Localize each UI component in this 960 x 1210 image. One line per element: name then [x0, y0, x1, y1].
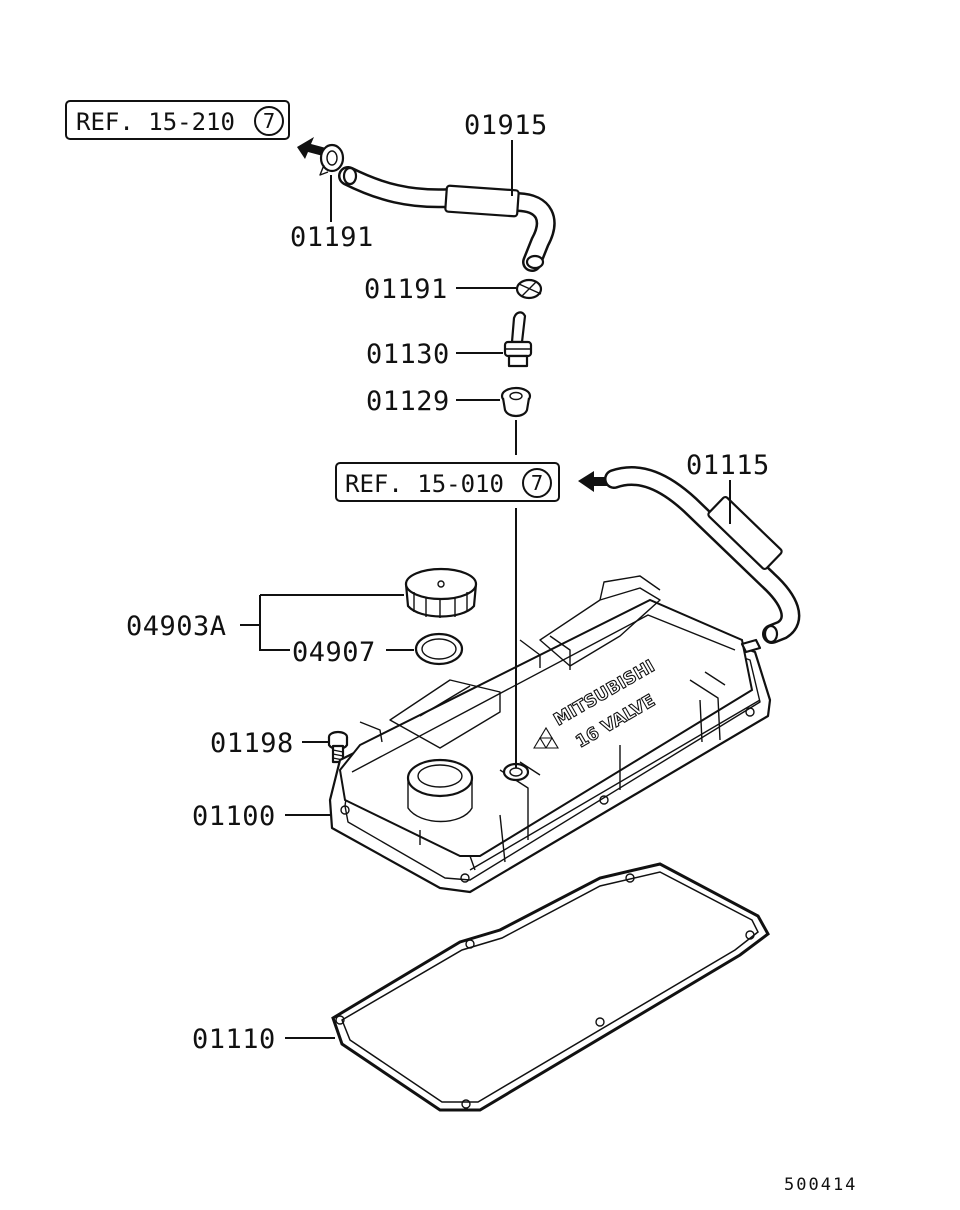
label-01110[interactable]: 01110	[192, 1024, 276, 1055]
oil-filler-cap[interactable]	[404, 567, 478, 618]
label-01100[interactable]: 01100	[192, 801, 276, 832]
ref-badge-circle	[254, 106, 284, 136]
hose-clamp-right[interactable]	[515, 278, 543, 300]
label-01198[interactable]: 01198	[210, 728, 294, 759]
ref-badge-circle	[522, 468, 552, 498]
label-04903a[interactable]: 04903A	[126, 611, 227, 642]
cover-bolt[interactable]	[327, 730, 349, 764]
flow-arrow-left-icon	[297, 137, 326, 159]
label-01115[interactable]: 01115	[686, 450, 770, 481]
flow-arrow-left-icon	[578, 471, 608, 492]
diagram-code: 500414	[784, 1175, 857, 1195]
ref-box-15-210[interactable]: REF. 15-210 7	[65, 100, 290, 140]
svg-text:REF. 15-010: REF. 15-010	[345, 470, 504, 498]
label-04907[interactable]: 04907	[292, 637, 376, 668]
oil-cap-gasket[interactable]	[414, 632, 464, 666]
hose-clamp-left[interactable]	[319, 143, 345, 176]
pcv-valve[interactable]	[503, 311, 533, 368]
leader-lines	[240, 140, 731, 1039]
pcv-grommet[interactable]	[500, 386, 532, 418]
label-01130[interactable]: 01130	[366, 339, 450, 370]
ref-box-15-010[interactable]: REF. 15-010 7	[335, 462, 560, 502]
svg-text:REF. 15-210: REF. 15-210	[76, 108, 235, 136]
label-01129[interactable]: 01129	[366, 386, 450, 417]
label-01191-right[interactable]: 01191	[364, 274, 448, 305]
pcv-hose[interactable]	[338, 166, 556, 272]
breather-hose[interactable]	[604, 466, 801, 644]
label-01915[interactable]: 01915	[464, 110, 548, 141]
rocker-cover[interactable]: MITSUBISHI 16 VALVE	[328, 575, 772, 894]
mitsubishi-logo-icon	[533, 726, 559, 749]
label-01191-left[interactable]: 01191	[290, 222, 374, 253]
rocker-cover-gasket[interactable]	[331, 862, 770, 1112]
svg-text:7: 7	[263, 109, 276, 133]
svg-text:7: 7	[531, 471, 544, 495]
